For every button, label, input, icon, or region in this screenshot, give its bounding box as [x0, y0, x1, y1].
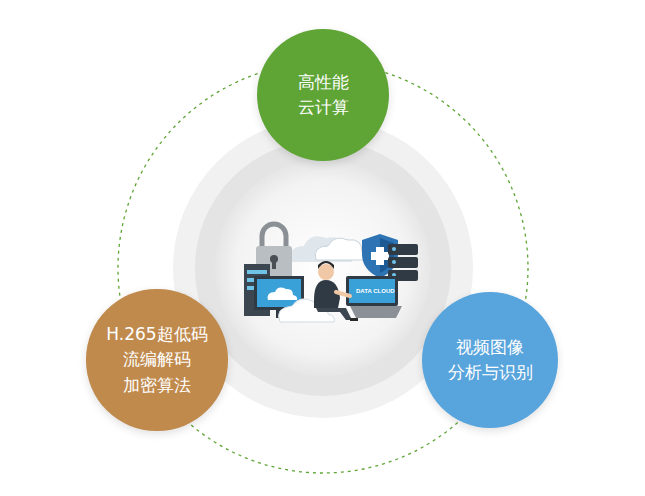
- node-label: H.265超低码 流编解码 加密算法: [105, 322, 209, 399]
- cloud-security-illustration: [244, 224, 418, 322]
- node-label: 视频图像 分析与识别: [444, 335, 536, 386]
- screen-label: DATA CLOUD: [356, 288, 395, 294]
- computing-circle: 高性能 云计算: [257, 29, 389, 161]
- node-label: 高性能 云计算: [293, 70, 353, 121]
- codec-circle: H.265超低码 流编解码 加密算法: [86, 289, 227, 430]
- analysis-circle: 视频图像 分析与识别: [422, 292, 558, 428]
- middle-halo: [195, 140, 451, 396]
- inner-halo: [215, 160, 431, 376]
